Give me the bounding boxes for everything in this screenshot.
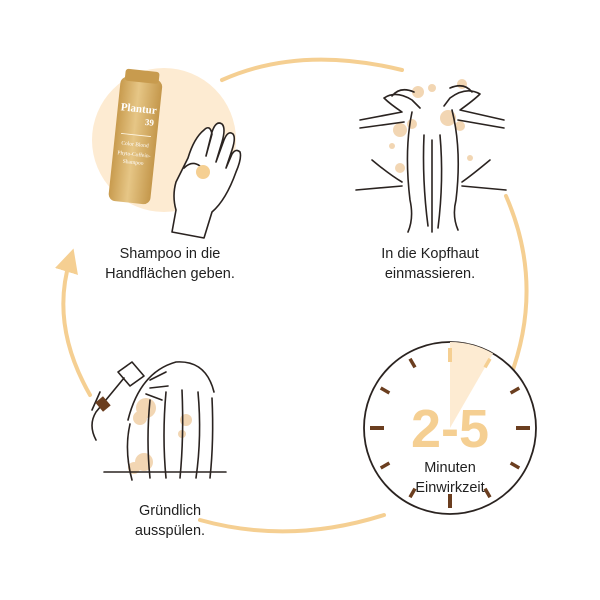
arrow-right — [504, 194, 529, 380]
bottle-line1-text: Color Blond — [121, 141, 149, 150]
timer-unit-line-1: Minuten — [424, 460, 476, 476]
shower-head — [91, 361, 169, 441]
timer-tick — [483, 487, 492, 499]
timer-unit-label: Minuten Einwirkzeit — [370, 458, 530, 498]
timer-value: 2-5 — [411, 399, 489, 459]
timer-illustration: 2-5 — [363, 341, 537, 515]
step-4-label-line-2: ausspülen. — [134, 523, 206, 539]
bottle-number-text: 39 — [144, 117, 154, 128]
bottle-line2-text: Phyto-Coffein- — [117, 149, 151, 159]
cycle-arrows — [55, 57, 529, 534]
arrow-bottom — [198, 513, 386, 534]
timer-tick — [483, 357, 492, 369]
rinsing-head — [103, 361, 227, 481]
step-1-label: Shampoo in die Handflächen geben. — [70, 244, 270, 284]
timer-tick — [379, 386, 391, 395]
shampoo-drop — [196, 165, 210, 179]
step-2-label-line-1: In die Kopfhaut — [381, 246, 479, 262]
step-1-illustration: Plantur 39 Color Blond Phyto-Coffein- Sh… — [92, 68, 242, 239]
foam-bubbles-top — [389, 79, 473, 173]
timer-tick — [408, 357, 417, 369]
timer-elapsed-wedge — [450, 342, 493, 428]
step-4-label-line-1: Gründlich — [138, 503, 202, 519]
timer-tick — [379, 461, 391, 470]
arrow-left — [55, 248, 92, 397]
bottle-brand-text: Plantur — [120, 101, 157, 117]
timer-tick — [509, 461, 521, 470]
timer-tick — [509, 386, 521, 395]
head-and-hands — [355, 84, 507, 233]
timer-tick — [408, 487, 417, 499]
step-4-illustration — [91, 361, 227, 481]
open-hand — [171, 122, 242, 239]
shower-grip — [95, 396, 111, 412]
timer-ticks — [370, 348, 530, 508]
shampoo-bottle: Plantur 39 Color Blond Phyto-Coffein- Sh… — [108, 68, 163, 205]
step-1-label-line-2: Handflächen geben. — [105, 266, 235, 282]
step-2-illustration — [355, 79, 507, 233]
arrow-top — [220, 57, 404, 82]
step-4-label: Gründlich ausspülen. — [70, 501, 270, 541]
step-2-label-line-2: einmassieren. — [384, 266, 476, 282]
step-2-label: In die Kopfhaut einmassieren. — [330, 244, 530, 284]
bottle-line3-text: Shampoo — [122, 159, 144, 167]
step-1-label-line-1: Shampoo in die — [119, 246, 221, 262]
timer-unit-line-2: Einwirkzeit — [415, 480, 485, 496]
